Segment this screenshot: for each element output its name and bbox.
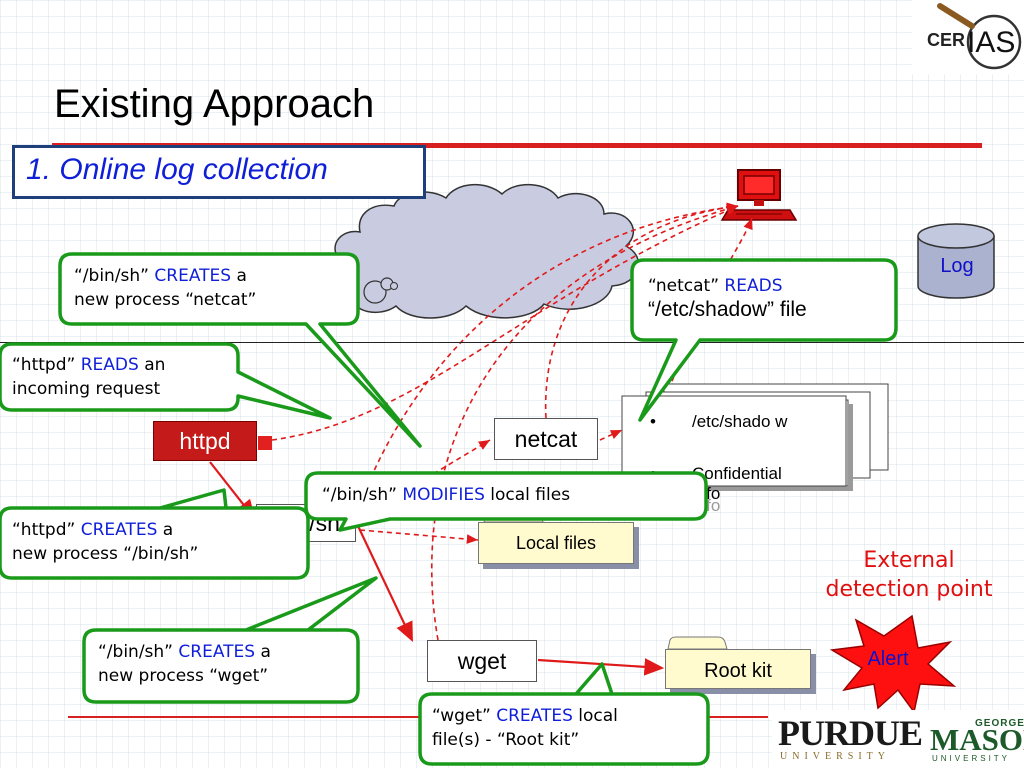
computer-icon [720, 169, 798, 221]
wget-process-box: wget [427, 640, 537, 682]
callout-object: file(s) - “Root kit” [432, 730, 580, 750]
gmu-logo-sub: UNIVERSITY [932, 754, 1011, 763]
log-database-icon [917, 223, 995, 299]
root-kit-folder-tab [667, 636, 728, 650]
alert-starburst-icon [829, 614, 957, 714]
callout-object: local files [490, 485, 571, 505]
alert-label: Alert [867, 648, 909, 670]
callout-connector: a [236, 266, 247, 286]
callout-binsh-modifies [304, 471, 708, 532]
document-item-shadow: /etc/shado w [692, 412, 788, 431]
cerias-logo-text: CER [927, 30, 966, 50]
callout-object: new process “netcat” [74, 290, 257, 310]
callout-binsh-modifies-text: “/bin/sh” MODIFIES local files [322, 483, 570, 507]
callout-connector: an [144, 355, 166, 375]
title-underline [52, 143, 982, 148]
callout-wget-creates-rootkit-text: “wget” CREATES local file(s) - “Root kit… [432, 704, 618, 752]
callout-httpd-reads [0, 342, 332, 420]
callout-binsh-creates-wget-text: “/bin/sh” CREATES a new process “wget” [98, 640, 271, 688]
callout-keyword: CREATES [178, 642, 256, 662]
footer-rule [68, 716, 768, 718]
document-stack-icon [621, 383, 889, 491]
callout-keyword: MODIFIES [402, 485, 485, 505]
callout-httpd-creates-binsh-text: “httpd” CREATES a new process “/bin/sh” [12, 518, 198, 566]
bullet-icon: • [650, 412, 656, 431]
callout-keyword: CREATES [154, 266, 232, 286]
callout-netcat-reads-text: “netcat” READS “/etc/shadow” file [648, 274, 807, 323]
magnifier-icon [937, 3, 1022, 70]
external-detection-label: External detection point [804, 546, 1014, 604]
callout-object: “/etc/shadow” file [648, 298, 807, 321]
purdue-logo: PURDUE [778, 713, 923, 753]
callout-keyword: READS [80, 355, 139, 375]
callout-binsh-creates-netcat-text: “/bin/sh” CREATES a new process “netcat” [74, 264, 256, 312]
university-logos [772, 710, 1024, 768]
callout-httpd-creates-binsh [0, 488, 310, 580]
callout-binsh-creates-netcat [58, 252, 422, 448]
httpd-port-icon [258, 436, 272, 450]
callout-connector: a [260, 642, 271, 662]
external-detection-line2: detection point [825, 577, 993, 602]
callout-object: incoming request [12, 379, 161, 399]
external-detection-line1: External [863, 548, 955, 573]
netcat-process-box: netcat [494, 418, 598, 460]
cerias-logo-ias: IAS [967, 26, 1016, 59]
page-title: Existing Approach [54, 82, 375, 126]
gmu-logo-top: GEORGE [975, 718, 1024, 729]
callout-subject: “wget” [432, 706, 491, 726]
purdue-logo-sub: UNIVERSITY [780, 751, 890, 762]
log-label: Log [940, 255, 974, 277]
callout-subject: “/bin/sh” [322, 485, 397, 505]
httpd-process-box: httpd [153, 421, 257, 461]
callout-connector: a [162, 520, 174, 540]
callout-keyword: CREATES [496, 706, 573, 726]
callout-subject: “httpd” [12, 520, 76, 540]
subtitle-box [12, 145, 426, 199]
cerias-logo [912, 0, 1024, 74]
callout-netcat-reads [630, 258, 898, 422]
callout-object: new process “wget” [98, 666, 269, 686]
callout-object: new process “/bin/sh” [12, 544, 199, 564]
horizontal-divider [0, 342, 1024, 343]
callout-binsh-creates-wget [82, 576, 378, 704]
callout-wget-creates-rootkit [418, 662, 710, 766]
callout-connector: local [578, 706, 618, 726]
local-files-folder: Local files [478, 522, 634, 564]
callout-subject: “netcat” [648, 276, 720, 296]
callout-subject: “/bin/sh” [98, 642, 173, 662]
callout-subject: “httpd” [12, 355, 76, 375]
callout-keyword: READS [724, 276, 783, 296]
callout-keyword: CREATES [80, 520, 158, 540]
callout-subject: “/bin/sh” [74, 266, 149, 286]
callout-httpd-reads-text: “httpd” READS an incoming request [12, 353, 165, 401]
subtitle: 1. Online log collection [26, 153, 328, 186]
root-kit-folder: Root kit [665, 649, 811, 689]
gmu-logo: MASON [930, 722, 1024, 757]
